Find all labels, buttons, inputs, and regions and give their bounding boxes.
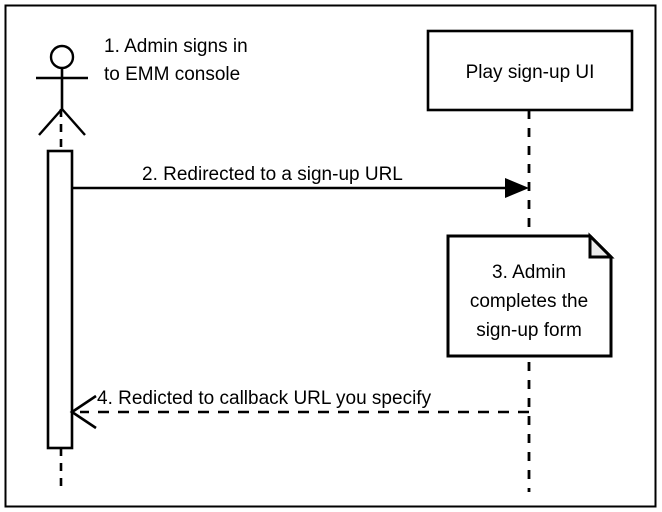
- actor-right-leg-line: [61, 108, 86, 136]
- actor-left-leg-line: [38, 108, 63, 136]
- message-4-arrowhead-icon: [69, 394, 97, 430]
- note-step-3-label-line-2: completes the: [470, 291, 588, 312]
- step-2-label: 2. Redirected to a sign-up URL: [142, 164, 403, 185]
- message-arrow-4: [69, 394, 529, 430]
- step-1-label-line-1: 1. Admin signs in: [104, 36, 248, 57]
- note-step-3[interactable]: [446, 232, 615, 358]
- note-body-shape: [446, 234, 613, 358]
- admin-actor: [36, 44, 88, 136]
- admin-activation-bar: [46, 149, 74, 450]
- step-1-label-line-2: to EMM console: [104, 64, 240, 85]
- actor-head-icon: [49, 44, 75, 70]
- note-folded-corner-icon: [588, 232, 615, 259]
- note-step-3-label-line-3: sign-up form: [476, 320, 582, 341]
- message-arrow-2: [72, 178, 529, 198]
- step-4-label: 4. Redicted to callback URL you specify: [97, 388, 432, 409]
- participant-label-play-signup-ui: Play sign-up UI: [466, 62, 595, 83]
- message-2-arrowhead-icon: [505, 178, 529, 198]
- note-step-3-label-line-1: 3. Admin: [492, 262, 566, 283]
